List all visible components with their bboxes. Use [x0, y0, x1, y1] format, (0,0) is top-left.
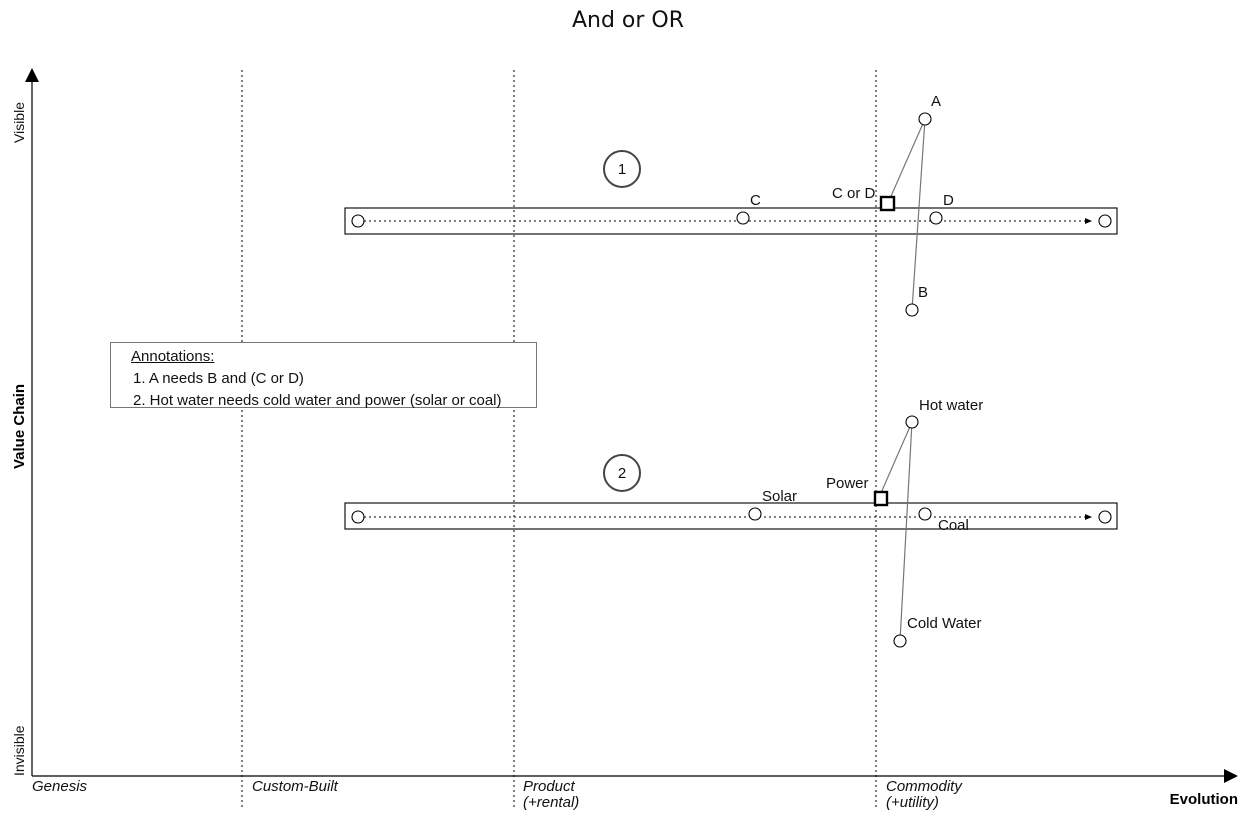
x-axis-arrow-icon: [1224, 769, 1238, 783]
marker-1-circle: [603, 150, 641, 188]
component-cold-water[interactable]: [893, 634, 907, 648]
or-node-c-or-d[interactable]: [879, 195, 896, 212]
component-b-label: B: [918, 284, 928, 301]
component-a-label: A: [931, 93, 941, 110]
stage-label-product: Product: [523, 778, 576, 795]
component-coal[interactable]: [918, 507, 932, 521]
link-cord-to-a: [887, 118, 926, 204]
component-coal-label: Coal: [938, 517, 969, 534]
stage-label-genesis: Genesis: [32, 778, 88, 795]
link-a-to-b: [911, 118, 926, 311]
y-axis-title: Value Chain: [11, 384, 28, 469]
annotations-box[interactable]: Annotations: 1. A needs B and (C or D) 2…: [110, 342, 537, 409]
pipeline-1-start-node[interactable]: [351, 214, 365, 228]
or-node-power[interactable]: [873, 490, 889, 507]
pipeline-2-start-node[interactable]: [351, 510, 365, 524]
pipeline-1-box[interactable]: [344, 207, 1118, 235]
pipeline-2-box[interactable]: [344, 502, 1118, 530]
x-axis-title: Evolution: [1170, 791, 1238, 808]
marker-2-circle: [603, 454, 641, 492]
component-d[interactable]: [929, 211, 943, 225]
component-c[interactable]: [736, 211, 750, 225]
component-b[interactable]: [905, 303, 919, 317]
y-axis-visible-label: Visible: [11, 102, 27, 143]
component-d-label: D: [943, 192, 954, 209]
component-cold-water-label: Cold Water: [907, 615, 981, 632]
pipeline-1-end-node[interactable]: [1098, 214, 1112, 228]
marker-1-number: 1: [618, 161, 626, 178]
stage-label-commodity: Commodity: [886, 778, 963, 795]
stage-sub-commodity: (+utility): [886, 794, 939, 811]
map-title: And or OR: [572, 8, 684, 33]
component-a[interactable]: [918, 112, 932, 126]
component-solar-label: Solar: [762, 488, 797, 505]
or-node-power-label: Power: [826, 475, 869, 492]
component-hot-water-label: Hot water: [919, 397, 983, 414]
component-hot-water[interactable]: [905, 415, 919, 429]
component-solar[interactable]: [748, 507, 762, 521]
stage-label-custom-built: Custom-Built: [252, 778, 339, 795]
component-c-label: C: [750, 192, 761, 209]
or-node-c-or-d-label: C or D: [832, 185, 876, 202]
pipeline-2-end-node[interactable]: [1098, 510, 1112, 524]
stage-sub-product: (+rental): [523, 794, 579, 811]
link-power-to-hot-water: [880, 421, 913, 494]
annotation-item-1: 1. A needs B and (C or D): [133, 370, 304, 387]
annotations-title: Annotations:: [131, 348, 215, 365]
marker-2-number: 2: [618, 465, 626, 482]
y-axis-invisible-label: Invisible: [11, 725, 27, 776]
link-hot-water-to-cold-water: [899, 421, 913, 642]
y-axis-arrow-icon: [25, 68, 39, 82]
annotation-item-2: 2. Hot water needs cold water and power …: [133, 392, 502, 409]
